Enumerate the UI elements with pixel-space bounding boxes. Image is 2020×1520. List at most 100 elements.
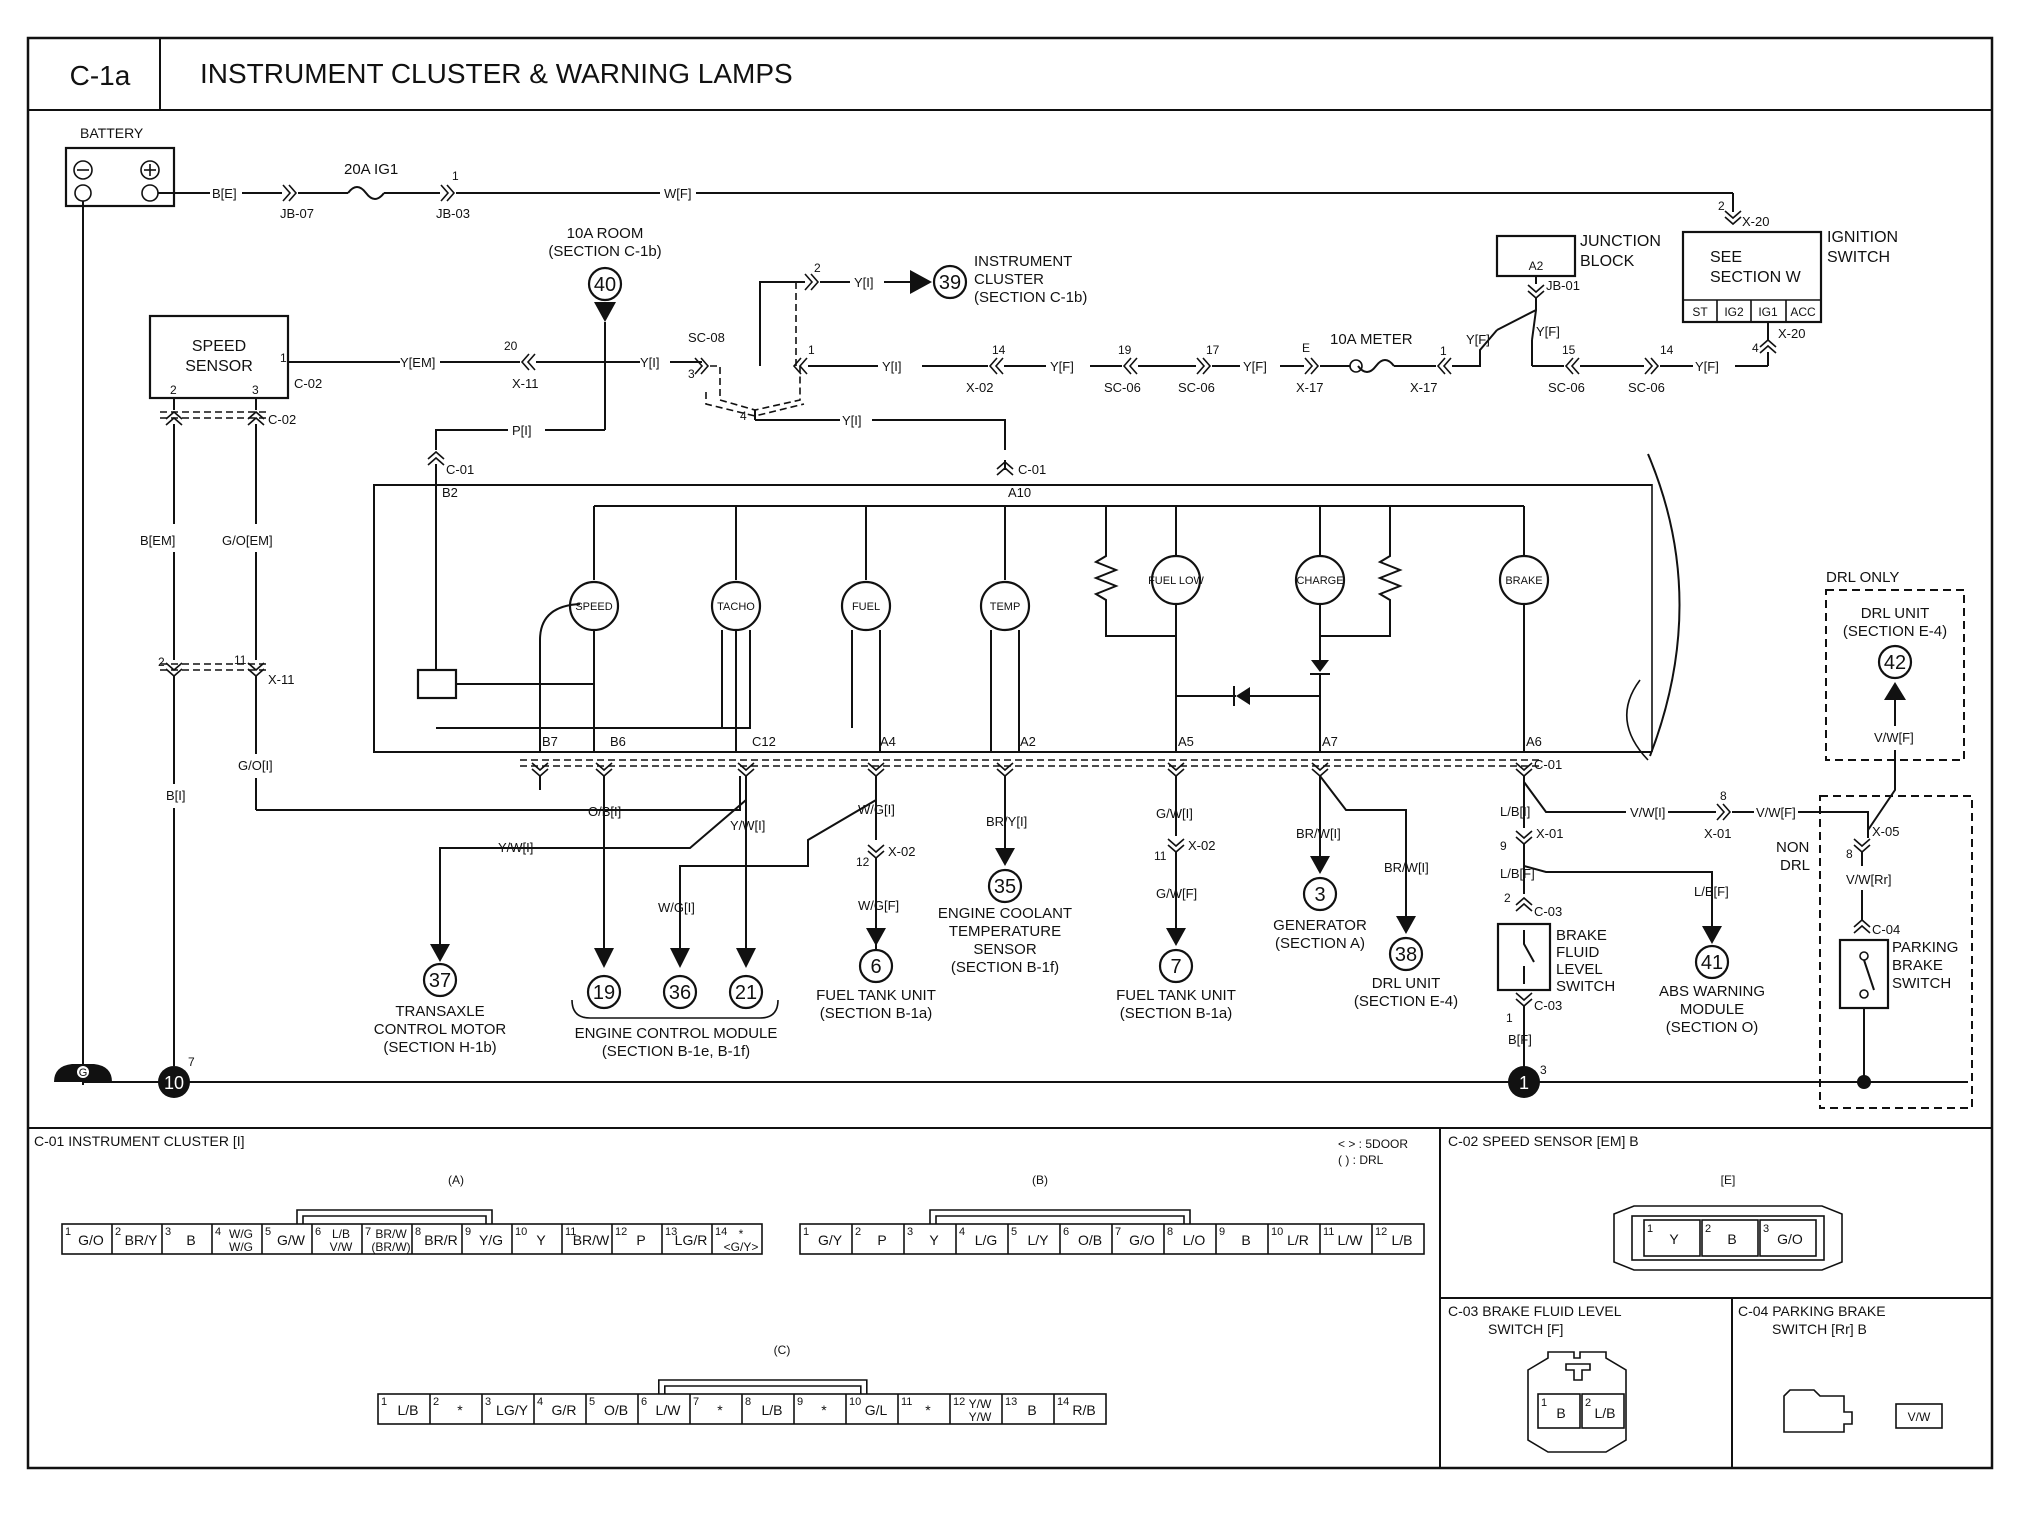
c01-c-pin-8-color: L/B <box>761 1402 782 1418</box>
c01-b-pin-8-color: L/O <box>1183 1232 1206 1248</box>
c01-c-pin-7-color: * <box>717 1402 723 1418</box>
speed-conn-2: C-02 <box>268 412 296 427</box>
pin-a7: A7 <box>1322 734 1338 749</box>
vw-wire-1: V/W[I] <box>1630 805 1665 820</box>
c01-c-pin-12-number: 12 <box>953 1396 965 1408</box>
ground-g: G <box>79 1067 88 1079</box>
meter-out-conn: X-17 <box>1410 380 1437 395</box>
transaxle-wire: Y/W[I] <box>498 840 533 855</box>
fuse-out-conn: JB-03 <box>436 206 470 221</box>
ign-pos-0: ST <box>1692 305 1708 319</box>
c01-a-pin-10-color: Y <box>536 1232 546 1248</box>
c03-pin-1-color: B <box>1556 1405 1565 1421</box>
c01-c-pin-12-color-alt: Y/W <box>969 1410 992 1424</box>
c01-a-pin-1-color: G/O <box>78 1232 104 1248</box>
speed-pin-3: 3 <box>252 383 259 397</box>
x02-wire: Y[F] <box>1050 359 1074 374</box>
c01-c-pin-14-color: R/B <box>1072 1402 1095 1418</box>
drl-only-label: DRL ONLY <box>1826 569 1899 586</box>
c01-b-pin-12-color: L/B <box>1391 1232 1412 1248</box>
non-drl-label-1: NON <box>1776 839 1809 856</box>
cluster-module <box>416 668 458 700</box>
cluster-ref-label-2: CLUSTER <box>974 271 1044 288</box>
junction-label-1: JUNCTION <box>1580 233 1661 250</box>
brake-c03-pin-bot: 1 <box>1506 1011 1513 1025</box>
outer-frame <box>26 36 1994 1470</box>
c01-c-pin-10-number: 10 <box>849 1396 861 1408</box>
ig-conn: X-20 <box>1742 214 1769 229</box>
sc-pin-19: 19 <box>1118 343 1132 357</box>
ecm-wire-wg: W/G[I] <box>658 900 695 915</box>
c01-b-pin-9-number: 9 <box>1219 1226 1225 1238</box>
c01-b-pin-10-color: L/R <box>1287 1232 1309 1248</box>
c01-a-pin-11-color: BR/W <box>573 1232 610 1248</box>
ecm-label-1: ENGINE CONTROL MODULE <box>575 1025 778 1042</box>
c01-a-pin-4-number: 4 <box>215 1226 221 1238</box>
c01-c-pin-1-number: 1 <box>381 1396 387 1408</box>
c01-c-pin-5-color: O/B <box>604 1402 628 1418</box>
ignition-label-1: IGNITION <box>1827 229 1898 246</box>
splice-pin-left: 3 <box>688 367 695 381</box>
c01-c-pin-9-number: 9 <box>797 1396 803 1408</box>
cluster-ref-label-3: (SECTION C-1b) <box>974 289 1087 306</box>
ref-42: 42 <box>1884 652 1906 674</box>
fuel-a5-label-1: FUEL TANK UNIT <box>1116 987 1236 1004</box>
c01-c-pin-13-color: B <box>1027 1402 1036 1418</box>
fuel-a5-pin: 11 <box>1154 849 1167 863</box>
drl38-wire: BR/W[I] <box>1384 860 1429 875</box>
c01-a-pin-8-color: BR/R <box>424 1232 457 1248</box>
pin-b6: B6 <box>610 734 626 749</box>
splice-wire-bottom: Y[I] <box>842 413 862 428</box>
sc-pin-15: 15 <box>1562 343 1576 357</box>
cluster-ref-wire: Y[I] <box>854 275 874 290</box>
c01-a-pin-4-color-alt: W/G <box>229 1240 253 1254</box>
lamp-charge-label: CHARGE <box>1296 575 1343 587</box>
c01-a-pin-6-number: 6 <box>315 1226 321 1238</box>
junction-block <box>1495 234 1577 278</box>
c01-a-pin-10-number: 10 <box>515 1226 527 1238</box>
c02-pin-3-number: 3 <box>1763 1223 1769 1235</box>
transaxle-label-2: CONTROL MOTOR <box>374 1021 507 1038</box>
bottom-conn: C-01 <box>1534 757 1562 772</box>
battery-label: BATTERY <box>80 125 144 141</box>
ref-41: 41 <box>1701 952 1723 974</box>
ground-1-pin: 3 <box>1540 1063 1547 1077</box>
sc-pin-14: 14 <box>1660 343 1674 357</box>
c01-c-pin-4-number: 4 <box>537 1396 543 1408</box>
junction-wire-1: Y[F] <box>1466 332 1490 347</box>
transaxle-label-1: TRANSAXLE <box>395 1003 484 1020</box>
drl38-label-2: (SECTION E-4) <box>1354 993 1458 1010</box>
c04-title-2: SWITCH [Rr] B <box>1772 1321 1867 1337</box>
speed-wire-right: G/O[EM] <box>222 533 273 548</box>
fuse-20a-ig1: 20A IG1 <box>344 161 398 178</box>
page-title: INSTRUMENT CLUSTER & WARNING LAMPS <box>200 58 793 89</box>
ignition-see-2: SECTION W <box>1710 269 1802 286</box>
c01-b-pin-6-color: O/B <box>1078 1232 1102 1248</box>
brake-fluid-label-3: LEVEL <box>1556 961 1603 978</box>
c01-a-pin-14-color: * <box>739 1227 744 1241</box>
brake-pin: 9 <box>1500 839 1507 853</box>
vw-wire-2: V/W[F] <box>1756 805 1796 820</box>
abs-label-1: ABS WARNING <box>1659 983 1765 1000</box>
c03-title-2: SWITCH [F] <box>1488 1321 1563 1337</box>
c01-b-pin-3-number: 3 <box>907 1226 913 1238</box>
speed-x11-pin: 20 <box>504 339 518 353</box>
non-drl-label-2: DRL <box>1780 857 1810 874</box>
ref-38: 38 <box>1395 944 1417 966</box>
speed-lower-wire-left: B[I] <box>166 788 186 803</box>
drl-only-wire: V/W[F] <box>1874 730 1914 745</box>
pin-a5: A5 <box>1178 734 1194 749</box>
splice-conn: SC-08 <box>688 330 725 345</box>
ref-37: 37 <box>429 970 451 992</box>
cluster-ref-label-1: INSTRUMENT <box>974 253 1072 270</box>
ign-pos-2: IG1 <box>1758 305 1778 319</box>
c01-b-pin-8-number: 8 <box>1167 1226 1173 1238</box>
ref-3: 3 <box>1314 884 1325 906</box>
c02-pin-2-number: 2 <box>1705 1223 1711 1235</box>
c01-b-pin-11-color: L/W <box>1338 1232 1364 1248</box>
c01-a-pin-14-number: 14 <box>715 1226 727 1238</box>
lamp-brake: BRAKE <box>1498 554 1550 606</box>
